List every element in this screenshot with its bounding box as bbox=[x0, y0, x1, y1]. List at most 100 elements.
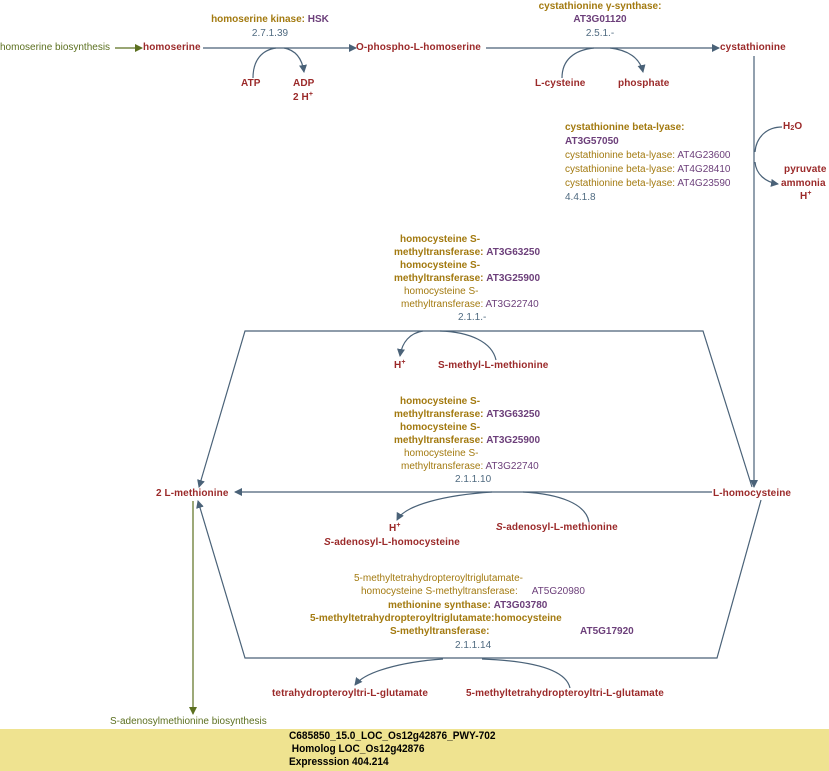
edge-sam-side bbox=[522, 491, 590, 523]
enzyme-name[interactable]: methyltransferase: bbox=[394, 435, 484, 446]
enzyme-name[interactable]: cystathionine beta-lyase: bbox=[565, 178, 676, 189]
enzyme-entry: cystathionine beta-lyase: AT4G28410 bbox=[565, 164, 731, 176]
enzyme-name[interactable]: homoserine kinase: bbox=[211, 14, 305, 25]
enzyme-name[interactable]: methyltransferase: bbox=[394, 409, 484, 420]
compound-s-adenosyl-l-homocysteine[interactable]: S-adenosyl-L-homocysteine bbox=[324, 537, 460, 549]
edge-mthf-side bbox=[481, 658, 571, 689]
gene-id[interactable]: AT3G22740 bbox=[485, 299, 539, 310]
h2o-sub: 2 bbox=[790, 125, 795, 132]
ec-number[interactable]: 2.7.1.39 bbox=[251, 28, 289, 39]
enzyme-name[interactable]: homocysteine S- bbox=[400, 396, 481, 407]
ec-number[interactable]: 2.1.1.10 bbox=[455, 474, 492, 485]
compound-s-adenosyl-l-methionine[interactable]: S-adenosyl-L-methionine bbox=[496, 522, 618, 534]
ec-number[interactable]: 2.5.1.- bbox=[585, 28, 615, 39]
enzyme-name[interactable]: homocysteine S- bbox=[400, 422, 481, 433]
compound-2h-label: 2 H bbox=[293, 92, 309, 103]
enzyme-entry: cystathionine beta-lyase: AT4G23600 bbox=[565, 150, 731, 162]
enzyme-name[interactable]: S-methyltransferase: bbox=[390, 626, 490, 637]
enzyme-name[interactable]: homocysteine S- bbox=[404, 286, 479, 297]
italic-s: S bbox=[496, 522, 503, 533]
edge-smm-side bbox=[439, 330, 497, 361]
compound-pyruvate[interactable]: pyruvate bbox=[784, 164, 827, 175]
enzyme-name[interactable]: homocysteine S- bbox=[404, 448, 479, 459]
edge-r4-homocysteine-to-methionine bbox=[197, 330, 753, 488]
compound-atp[interactable]: ATP bbox=[241, 78, 261, 89]
enzyme-entry: methyltransferase: AT3G22740 bbox=[401, 461, 539, 473]
gene-id[interactable]: AT4G23600 bbox=[677, 150, 731, 161]
sam-rest: -adenosyl-L-methionine bbox=[502, 522, 618, 533]
gene-id[interactable]: AT4G28410 bbox=[677, 164, 731, 175]
gene-id[interactable]: AT5G17920 bbox=[580, 626, 634, 637]
compound-cystathionine[interactable]: cystathionine bbox=[720, 42, 786, 53]
gene-id[interactable]: AT3G63250 bbox=[486, 409, 541, 420]
ec-number[interactable]: 2.1.1.- bbox=[458, 312, 487, 323]
gene-id[interactable]: AT5G20980 bbox=[531, 586, 585, 597]
h-label: H bbox=[389, 523, 397, 534]
gene-id[interactable]: AT3G22740 bbox=[485, 461, 539, 472]
enzyme-name[interactable]: 5-methyltetrahydropteroyltriglutamate:ho… bbox=[310, 613, 562, 624]
compound-l-homocysteine[interactable]: L-homocysteine bbox=[713, 488, 792, 499]
reaction-homoserine-kinase-label: homoserine kinase: HSK bbox=[200, 14, 340, 26]
compound-o-phospho-l-homoserine[interactable]: O-phospho-L-homoserine bbox=[356, 42, 481, 53]
footer-expression: Expresssion 404.214 bbox=[289, 756, 389, 768]
compound-h-plus-r3[interactable]: H+ bbox=[800, 190, 812, 203]
enzyme-name[interactable]: cystathionine γ-synthase: bbox=[538, 1, 662, 12]
gene-id[interactable]: AT3G57050 bbox=[565, 136, 619, 147]
compound-5-methyltetrahydropteroyltri-l-glutamate[interactable]: 5-methyltetrahydropteroyltri-L-glutamate bbox=[466, 688, 664, 699]
compound-ammonia[interactable]: ammonia bbox=[781, 178, 826, 189]
compound-2-h-plus[interactable]: 2 H+ bbox=[293, 91, 314, 104]
gene-id[interactable]: AT4G23590 bbox=[677, 178, 731, 189]
plus-sup: + bbox=[396, 522, 401, 529]
compound-adp[interactable]: ADP bbox=[293, 78, 315, 89]
compound-l-methionine[interactable]: 2 L-methionine bbox=[156, 488, 229, 499]
enzyme-name[interactable]: methyltransferase: bbox=[401, 461, 484, 472]
enzyme-entry: methyltransferase: AT3G25900 bbox=[394, 435, 540, 447]
compound-s-methyl-l-methionine[interactable]: S-methyl-L-methionine bbox=[438, 360, 549, 371]
gene-id[interactable]: AT3G25900 bbox=[486, 273, 541, 284]
plus-sup: + bbox=[807, 190, 812, 197]
enzyme-name[interactable]: cystathionine beta-lyase: bbox=[565, 122, 685, 133]
enzyme-name[interactable]: methyltransferase: bbox=[401, 299, 484, 310]
gene-id[interactable]: AT3G03780 bbox=[493, 600, 548, 611]
compound-phosphate[interactable]: phosphate bbox=[618, 78, 670, 89]
gene-id[interactable]: AT3G01120 bbox=[573, 14, 627, 25]
enzyme-name[interactable]: methyltransferase: bbox=[394, 273, 484, 284]
compound-homoserine[interactable]: homoserine bbox=[143, 42, 201, 53]
italic-s: S bbox=[324, 537, 331, 548]
compound-h2o[interactable]: H2O bbox=[783, 121, 802, 133]
enzyme-name[interactable]: cystathionine beta-lyase: bbox=[565, 164, 676, 175]
enzyme-name[interactable]: methionine synthase: bbox=[388, 600, 491, 611]
edge-pyruvate-side bbox=[754, 161, 779, 187]
enzyme-name[interactable]: 5-methyltetrahydropteroyltriglutamate- bbox=[354, 573, 523, 584]
plus-sup: + bbox=[308, 91, 314, 98]
enzyme-name[interactable]: methyltransferase: bbox=[394, 247, 484, 258]
enzyme-name[interactable]: homocysteine S- bbox=[400, 260, 481, 271]
gene-id[interactable]: AT3G25900 bbox=[486, 435, 541, 446]
compound-h-plus-r4[interactable]: H+ bbox=[394, 359, 406, 372]
enzyme-name[interactable]: homocysteine S- bbox=[400, 234, 481, 245]
enzyme-entry: methyltransferase: AT3G25900 bbox=[394, 273, 540, 285]
compound-h-plus-r5[interactable]: H+ bbox=[389, 522, 401, 535]
h2o-h: H bbox=[783, 121, 791, 132]
h2o-o: O bbox=[794, 121, 803, 132]
gene-id[interactable]: HSK bbox=[307, 14, 329, 25]
compound-l-cysteine[interactable]: L-cysteine bbox=[535, 78, 586, 89]
compound-tetrahydropteroyltri-l-glutamate[interactable]: tetrahydropteroyltri-L-glutamate bbox=[272, 688, 428, 699]
info-footer: C685850_15.0_LOC_Os12g42876_PWY-702 Homo… bbox=[0, 729, 829, 771]
h-label: H bbox=[394, 360, 402, 371]
sah-rest: -adenosyl-L-homocysteine bbox=[330, 537, 460, 548]
edge-thf-side bbox=[354, 658, 444, 686]
enzyme-name[interactable]: homocysteine S-methyltransferase: bbox=[361, 586, 518, 597]
edge-h2o-side bbox=[754, 126, 783, 153]
gene-id[interactable]: AT3G63250 bbox=[486, 247, 541, 258]
ec-number[interactable]: 4.4.1.8 bbox=[565, 192, 596, 203]
enzyme-entry: methyltransferase: AT3G22740 bbox=[401, 299, 539, 311]
ec-number[interactable]: 2.1.1.14 bbox=[455, 640, 492, 651]
link-homoserine-biosynthesis[interactable]: homoserine biosynthesis bbox=[0, 42, 111, 53]
edge-r6-homocysteine-to-methionine bbox=[196, 499, 762, 659]
plus-sup: + bbox=[401, 359, 406, 366]
enzyme-name[interactable]: cystathionine beta-lyase: bbox=[565, 150, 676, 161]
link-sam-biosynthesis[interactable]: S-adenosylmethionine biosynthesis bbox=[110, 716, 267, 727]
enzyme-entry: methyltransferase: AT3G63250 bbox=[394, 409, 540, 421]
